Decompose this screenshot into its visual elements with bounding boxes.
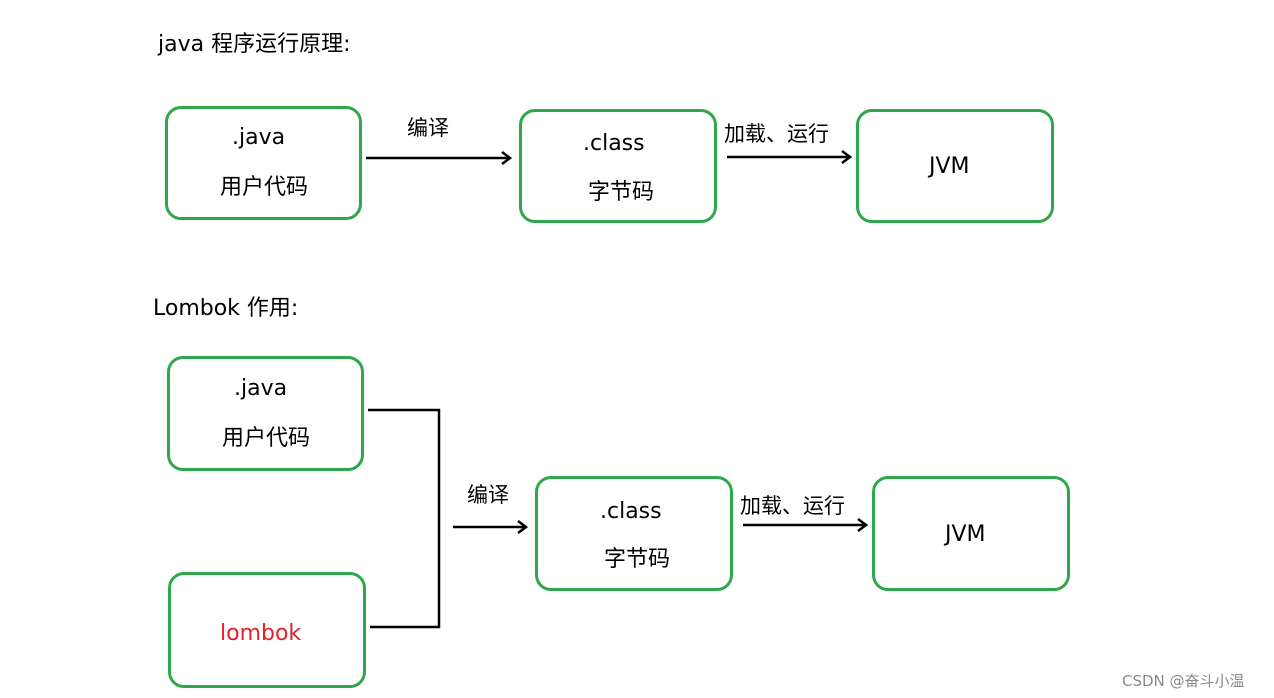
box-lombok: lombok [168,572,366,688]
box-jvm-2: JVM [872,476,1070,591]
box-class-bytecode-2: .class 字节码 [535,476,733,591]
box-java-desc-2: 用户代码 [222,426,311,451]
box-jvm-label-2: JVM [945,522,986,547]
edge-label-compile-1: 编译 [407,116,449,140]
box-java-ext-2: .java [234,376,288,401]
diagram1-heading: java 程序运行原理: [158,32,351,57]
edge-label-compile-2: 编译 [467,483,509,507]
box-java-desc-1: 用户代码 [220,175,309,200]
edge-label-load-run-1: 加载、运行 [724,122,829,146]
connector-java-to-bracket [368,408,441,629]
box-java-ext-1: .java [232,125,286,150]
box-lombok-label: lombok [220,621,302,646]
box-jvm-1: JVM [856,109,1054,223]
box-class-bytecode-1: .class 字节码 [519,109,717,223]
box-class-desc-2: 字节码 [604,547,671,572]
box-java-source-2: .java 用户代码 [167,356,364,471]
box-class-ext-1: .class [583,131,645,156]
box-class-desc-1: 字节码 [588,180,655,205]
box-java-source-1: .java 用户代码 [165,106,362,220]
watermark: CSDN @奋斗小温 [1122,672,1245,690]
box-class-ext-2: .class [600,499,662,524]
diagram2-heading: Lombok 作用: [153,296,299,321]
box-jvm-label-1: JVM [929,154,970,179]
edge-label-load-run-2: 加载、运行 [740,494,845,518]
